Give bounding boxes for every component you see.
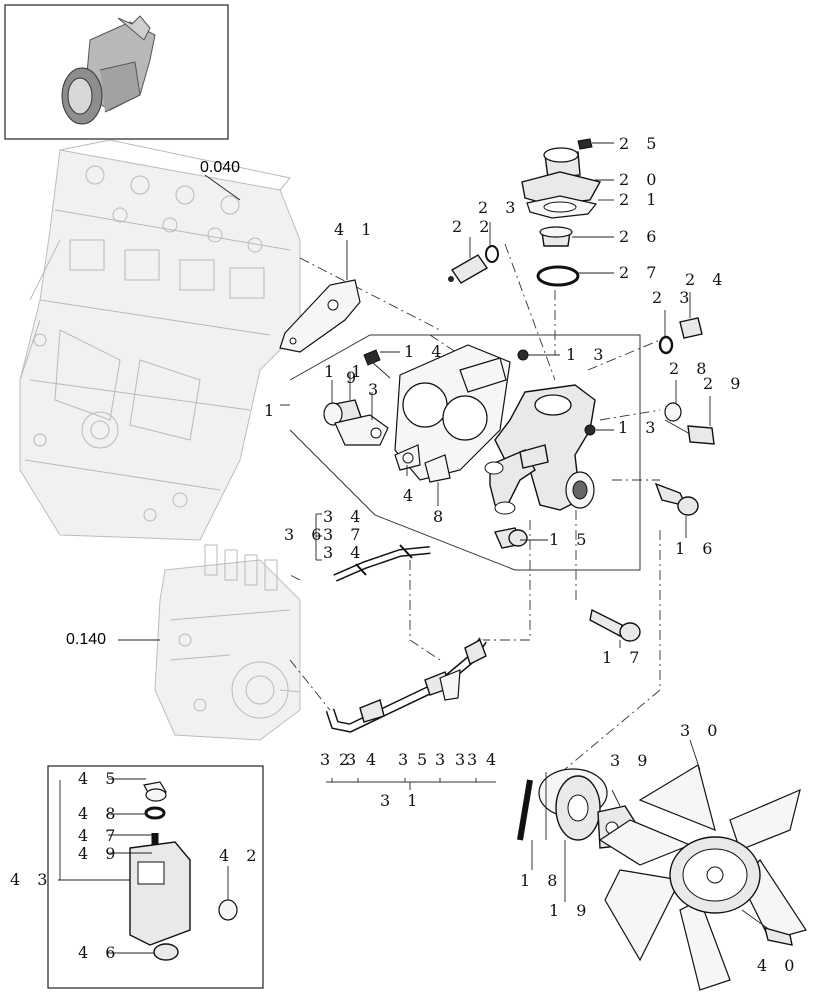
callout-23-sender: 2 3 bbox=[478, 198, 522, 217]
callout-9: 9 bbox=[346, 368, 363, 387]
callout-14: 1 4 bbox=[404, 342, 448, 361]
callout-16: 1 6 bbox=[675, 539, 719, 558]
callout-27: 2 7 bbox=[619, 263, 663, 282]
callout-1: 1 bbox=[264, 401, 281, 420]
callout-26: 2 6 bbox=[619, 227, 663, 246]
callout-3-pipe-c: 3 bbox=[398, 750, 415, 769]
callout-24: 2 4 bbox=[685, 270, 729, 289]
temperature-sender bbox=[448, 245, 499, 284]
callout-49: 4 9 bbox=[78, 844, 122, 863]
callout-5-pipe: 5 bbox=[417, 750, 434, 769]
callout-17: 1 7 bbox=[602, 648, 646, 667]
callout-8: 8 bbox=[433, 507, 450, 526]
callout-3-pipe-e: 3 bbox=[455, 750, 472, 769]
callout-34-upper: 3 4 bbox=[323, 507, 367, 526]
callout-42: 4 2 bbox=[219, 846, 263, 865]
engine-block-ghost bbox=[19, 139, 301, 541]
callout-4-pipe-b: 4 bbox=[486, 750, 503, 769]
sensor-inset bbox=[47, 765, 264, 989]
callout-43: 4 3 bbox=[10, 870, 54, 889]
fan-30 bbox=[598, 764, 807, 991]
injection-pump-ghost bbox=[154, 544, 301, 741]
callout-18: 1 8 bbox=[520, 871, 564, 890]
callout-29: 2 9 bbox=[703, 374, 747, 393]
ref-cylinder-head[interactable]: 0.040 bbox=[200, 159, 241, 176]
thumbnail-inset bbox=[4, 4, 229, 140]
pipe-31 bbox=[325, 637, 487, 733]
callout-25: 2 5 bbox=[619, 134, 663, 153]
gasket-41 bbox=[279, 279, 361, 353]
callout-21: 2 1 bbox=[619, 190, 663, 209]
callout-2-pipe: 2 bbox=[339, 750, 356, 769]
bolt-14 bbox=[363, 349, 391, 379]
callout-3-gasket: 3 bbox=[368, 380, 385, 399]
callout-39: 3 9 bbox=[610, 751, 654, 770]
callout-41: 4 1 bbox=[334, 220, 378, 239]
callout-34-lower: 3 4 bbox=[323, 543, 367, 562]
callout-4-pipe-a: 4 bbox=[366, 750, 383, 769]
callout-23-plug: 2 3 bbox=[652, 288, 696, 307]
callout-28: 2 8 bbox=[669, 359, 713, 378]
callout-15: 1 5 bbox=[549, 530, 593, 549]
callout-11: 1 1 bbox=[324, 362, 368, 381]
callout-40: 4 0 bbox=[757, 956, 801, 975]
water-pump bbox=[484, 349, 596, 515]
callout-4-gasket: 4 bbox=[403, 486, 420, 505]
callout-3-pipe-a: 3 bbox=[320, 750, 337, 769]
callout-3-pipe-d: 3 bbox=[435, 750, 452, 769]
bolts-group bbox=[494, 402, 715, 642]
thermostat-housing bbox=[521, 138, 602, 287]
callout-3-pipe-f: 3 bbox=[467, 750, 484, 769]
callout-31: 3 1 bbox=[380, 791, 424, 810]
callout-20: 2 0 bbox=[619, 170, 663, 189]
ref-injection-pump[interactable]: 0.140 bbox=[66, 631, 107, 648]
callout-30: 3 0 bbox=[680, 721, 724, 740]
callout-45: 4 5 bbox=[78, 769, 122, 788]
gaskets-group bbox=[323, 344, 511, 483]
callout-48: 4 8 bbox=[78, 804, 122, 823]
callout-46: 4 6 bbox=[78, 943, 122, 962]
hose-34 bbox=[333, 544, 431, 582]
callout-36: 3 6 bbox=[284, 525, 328, 544]
callout-19: 1 9 bbox=[549, 901, 593, 920]
callout-22: 2 2 bbox=[452, 217, 496, 236]
callout-13-side: 1 3 bbox=[618, 418, 662, 437]
callout-13-top: 1 3 bbox=[566, 345, 610, 364]
pulley-belt bbox=[517, 768, 608, 841]
plug-24 bbox=[658, 317, 703, 355]
callout-3-pipe-b: 3 bbox=[346, 750, 363, 769]
callout-47: 4 7 bbox=[78, 826, 122, 845]
callout-37: 3 7 bbox=[323, 525, 367, 544]
